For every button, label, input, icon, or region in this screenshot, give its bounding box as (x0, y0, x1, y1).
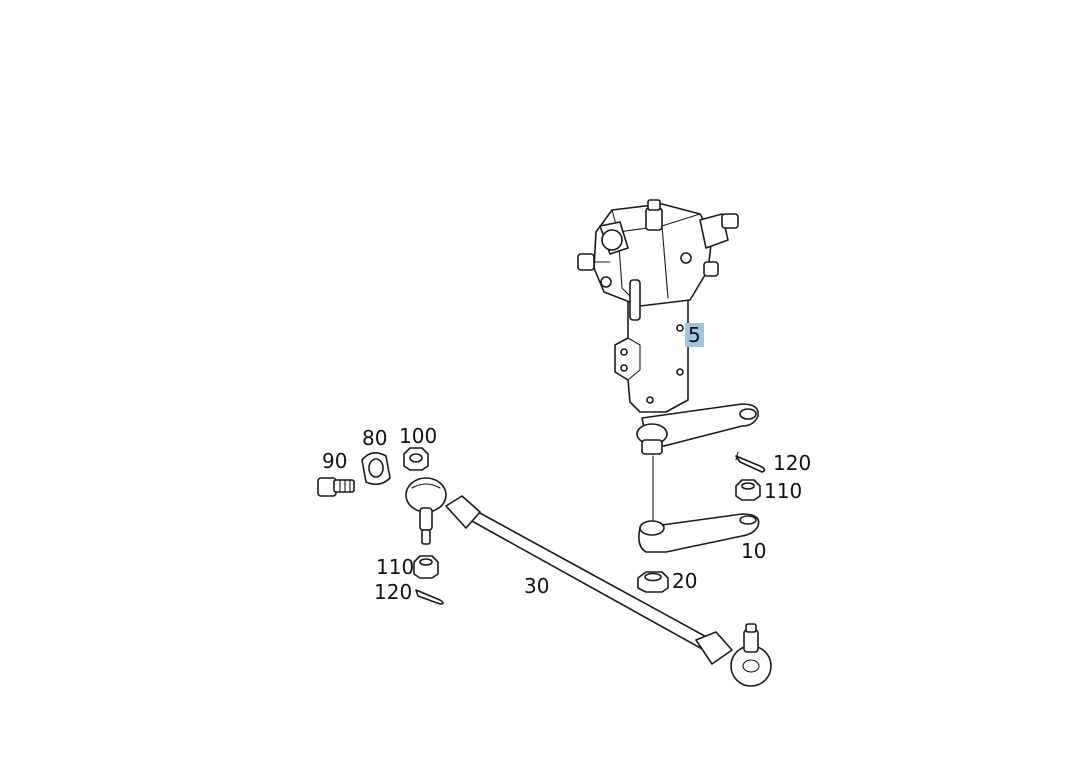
callout-30-tie-rod[interactable]: 30 (524, 574, 550, 598)
steering-gear-housing[interactable] (577, 199, 739, 413)
callout-110-castle-nut-left[interactable]: 110 (376, 555, 415, 579)
cotter-pin-left[interactable] (415, 589, 444, 605)
callout-110-castle-nut-right[interactable]: 110 (764, 479, 803, 503)
callout-90-bolt[interactable]: 90 (322, 449, 348, 473)
castle-nut-left[interactable] (413, 555, 439, 579)
nut-100[interactable] (403, 447, 429, 471)
callout-120-cotter-pin-right[interactable]: 120 (773, 451, 812, 475)
pitman-arm[interactable] (638, 513, 760, 553)
bolt-90[interactable] (317, 477, 355, 497)
callout-80-clamp[interactable]: 80 (362, 426, 388, 450)
callout-20-nut[interactable]: 20 (672, 569, 698, 593)
callout-10-pitman-arm[interactable]: 10 (741, 539, 767, 563)
callout-5-steering-gear[interactable]: 5 (685, 323, 704, 347)
pitman-arm-upper[interactable] (636, 403, 759, 455)
cotter-pin-right[interactable] (735, 451, 766, 473)
clamp-bracket-80[interactable] (361, 452, 391, 486)
nut-20[interactable] (637, 571, 669, 593)
castle-nut-right[interactable] (735, 479, 761, 501)
tie-rod[interactable] (405, 477, 772, 687)
callout-120-cotter-pin-left[interactable]: 120 (374, 580, 413, 604)
callout-100-nut[interactable]: 100 (399, 424, 438, 448)
